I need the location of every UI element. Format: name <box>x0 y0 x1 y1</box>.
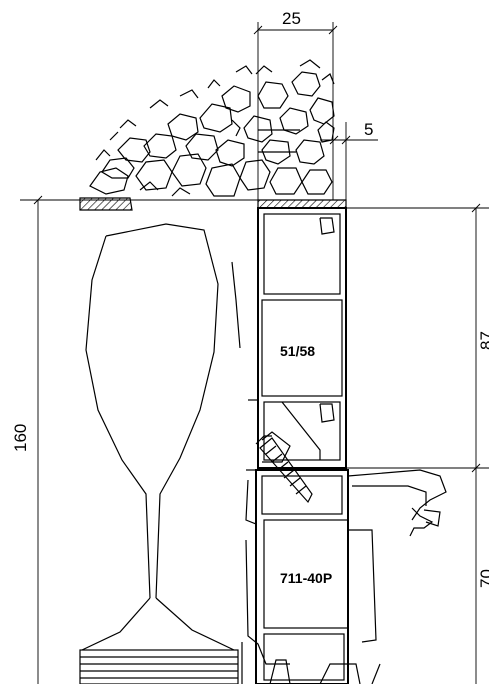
dimension-label-5: 5 <box>364 120 373 139</box>
hatched-strips <box>79 197 347 211</box>
dimension-label-25: 25 <box>282 9 301 28</box>
gravel-fill <box>89 59 335 197</box>
dimension-label-70: 70 <box>477 569 489 588</box>
screw-icon <box>255 435 313 504</box>
dimension-top-width: 25 <box>253 9 338 200</box>
dimension-right: 87 70 <box>471 203 489 684</box>
profile-label-lower: 711-40P <box>280 570 332 586</box>
dimension-label-160: 160 <box>11 424 30 452</box>
upper-profile: 51/58 <box>248 207 347 469</box>
bottle-silhouette <box>81 223 241 651</box>
reference-lines <box>20 199 489 469</box>
dimension-total-height: 160 <box>11 195 43 684</box>
dimension-label-87: 87 <box>477 331 489 350</box>
base-plates <box>79 649 239 684</box>
profile-label-upper: 51/58 <box>280 343 315 359</box>
lower-profile: 711-40P <box>241 469 447 684</box>
